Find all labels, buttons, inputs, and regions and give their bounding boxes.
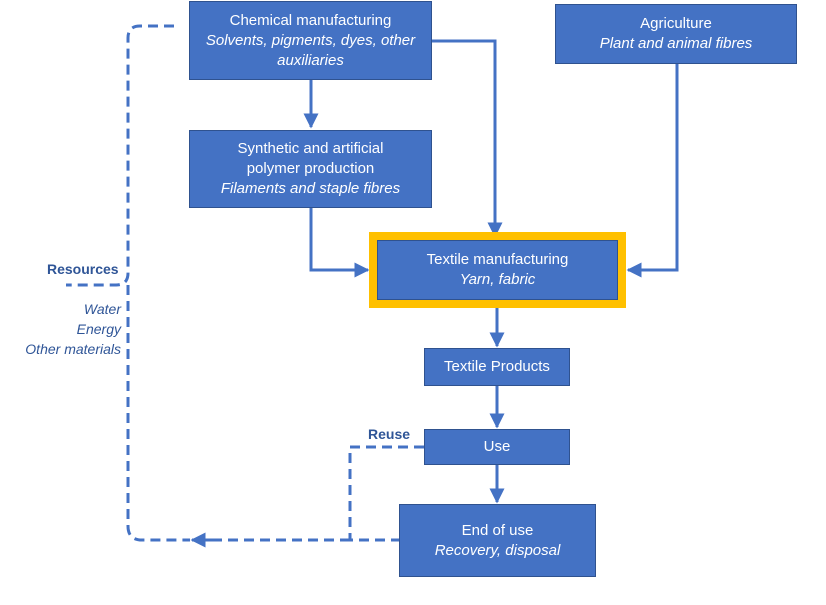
- arrow-chemical-to-textile: [432, 39, 503, 238]
- arrow-agriculture-to-textile: [626, 64, 679, 278]
- node-textile-products: Textile Products: [424, 348, 570, 386]
- node-chemical-sub: Solvents, pigments, dyes, other auxiliar…: [205, 31, 416, 69]
- resource-item-energy: Energy: [76, 321, 121, 337]
- node-textile-manufacturing: Textile manufacturing Yarn, fabric: [377, 240, 618, 300]
- resource-item-other: Other materials: [25, 341, 121, 357]
- resource-items-list: Water Energy Other materials: [0, 299, 121, 359]
- node-endofuse-sub: Recovery, disposal: [434, 541, 561, 559]
- node-agriculture: Agriculture Plant and animal fibres: [555, 4, 797, 64]
- node-endofuse-title: End of use: [461, 521, 534, 539]
- resource-item-water: Water: [83, 301, 121, 317]
- node-agriculture-sub: Plant and animal fibres: [599, 35, 753, 52]
- node-synthetic-title: Synthetic and artificial polymer product…: [237, 140, 384, 177]
- node-end-of-use: End of use Recovery, disposal: [399, 504, 596, 577]
- resources-label: Resources: [47, 261, 119, 277]
- arrow-synthetic-to-textile: [309, 208, 370, 278]
- dashed-resources-loop: [66, 24, 190, 542]
- node-use: Use: [424, 429, 570, 465]
- node-synthetic-sub: Filaments and staple fibres: [220, 180, 401, 197]
- node-agriculture-title: Agriculture: [640, 15, 712, 32]
- node-use-title: Use: [483, 438, 511, 455]
- dashed-reuse-line: [348, 445, 424, 542]
- node-chemical-title: Chemical manufacturing: [229, 11, 392, 29]
- node-products-title: Textile Products: [444, 358, 550, 375]
- node-chemical-manufacturing: Chemical manufacturing Solvents, pigment…: [189, 1, 432, 80]
- node-synthetic-polymer: Synthetic and artificial polymer product…: [189, 130, 432, 208]
- node-textile-title: Textile manufacturing: [426, 251, 569, 268]
- reuse-label: Reuse: [368, 426, 411, 442]
- node-textile-sub: Yarn, fabric: [459, 271, 536, 288]
